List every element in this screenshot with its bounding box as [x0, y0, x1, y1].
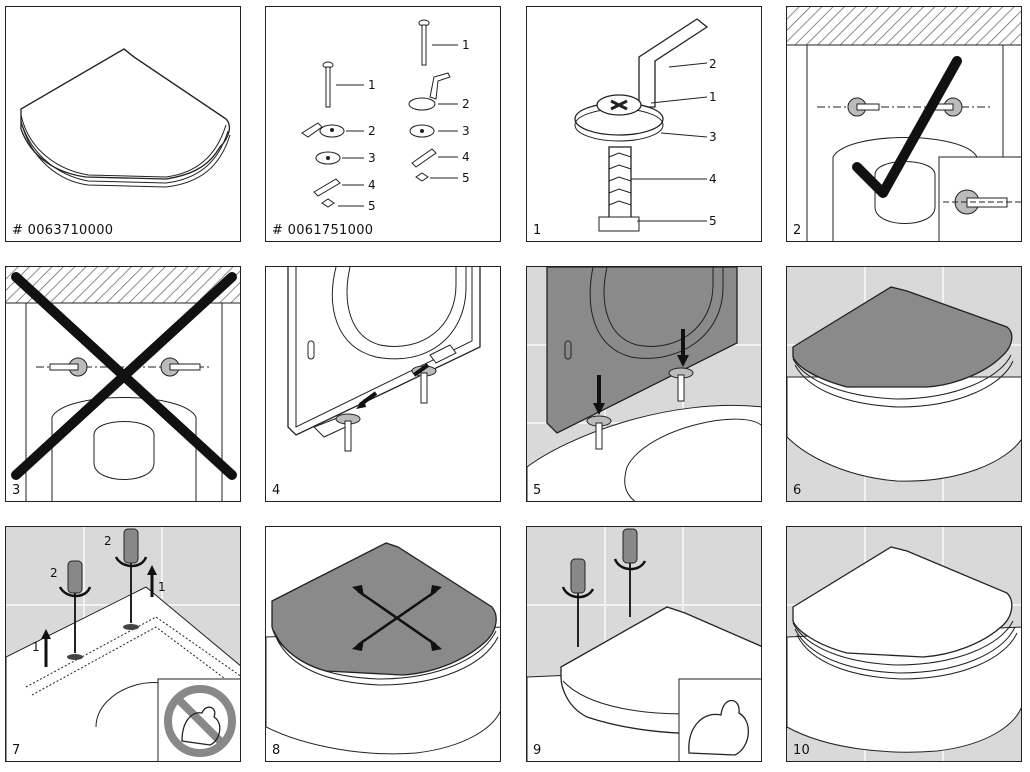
part-label: 2 [462, 97, 470, 111]
part-label: 3 [709, 130, 717, 144]
part-label: 4 [709, 172, 717, 186]
part-label: 1 [709, 90, 717, 104]
step-number: 2 [793, 223, 802, 238]
part-label: 4 [462, 150, 470, 164]
seat-adjustment-illustration [266, 542, 500, 755]
part-label: 5 [709, 214, 717, 228]
panel-hardware-kit: 1 2 3 4 5 1 2 3 4 5 # 0061751000 [265, 6, 501, 242]
panel-step-8: 8 [265, 526, 501, 762]
part-label: 1 [368, 78, 376, 92]
step-number: 9 [533, 743, 542, 758]
step-number: 6 [793, 483, 802, 498]
incorrect-alignment-illustration [6, 267, 240, 501]
panel-step-4: 4 [265, 266, 501, 502]
part-label: 3 [462, 124, 470, 138]
part-label: 1 [462, 38, 470, 52]
part-label: 5 [462, 171, 470, 185]
seat-placement-illustration [527, 267, 761, 501]
panel-step-3: 3 [5, 266, 241, 502]
toilet-seat-illustration [20, 48, 231, 188]
callout-label: 1 [158, 580, 166, 594]
panel-step-7: 2 2 1 1 7 [5, 526, 241, 762]
final-tightening-illustration [527, 527, 761, 761]
step-number: 5 [533, 483, 542, 498]
step-number: 1 [533, 223, 542, 238]
screw-tightening-illustration: 2 2 1 1 [6, 527, 240, 761]
step-number: 4 [272, 483, 281, 498]
panel-step-1: 2 1 3 4 5 1 [526, 6, 762, 242]
callout-label: 1 [32, 640, 40, 654]
panel-product-seat: # 0063710000 [5, 6, 241, 242]
step-number: 8 [272, 743, 281, 758]
panel-step-5: 5 [526, 266, 762, 502]
part-label: 3 [368, 151, 376, 165]
mounted-seat-illustration [787, 267, 1021, 501]
step-number: 3 [12, 483, 21, 498]
panel-step-2: 2 [786, 6, 1022, 242]
part-label: 5 [368, 199, 376, 213]
fixing-assembly-illustration: 2 1 3 4 5 [574, 18, 717, 232]
correct-alignment-illustration [787, 7, 1021, 241]
callout-label: 2 [50, 566, 58, 580]
part-label: 4 [368, 178, 376, 192]
panel-step-10: 10 [786, 526, 1022, 762]
article-number: # 0061751000 [272, 223, 374, 238]
seat-mounting-illustration [287, 267, 481, 452]
part-label: 2 [368, 124, 376, 138]
completed-installation-illustration [787, 527, 1021, 761]
callout-label: 2 [104, 534, 112, 548]
part-label: 2 [709, 57, 717, 71]
step-number: 7 [12, 743, 21, 758]
panel-step-9: 9 [526, 526, 762, 762]
panel-step-6: 6 [786, 266, 1022, 502]
article-number: # 0063710000 [12, 223, 114, 238]
step-number: 10 [793, 743, 810, 758]
hardware-kit-illustration: 1 2 3 4 5 1 2 3 4 5 [301, 19, 470, 213]
